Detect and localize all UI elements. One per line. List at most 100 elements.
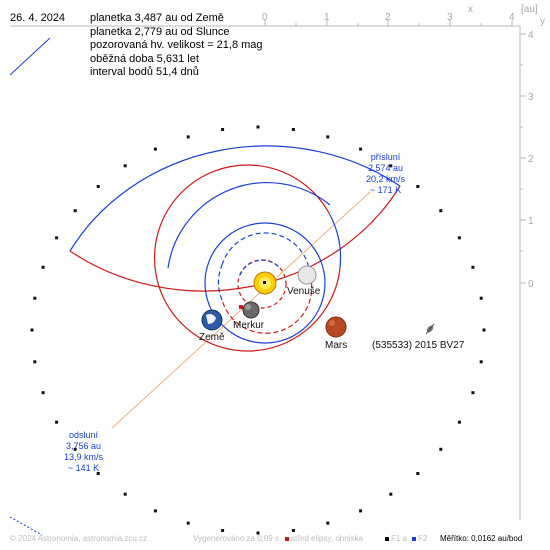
perihelion-annotation: přísluní 2,574 au 20,2 km/s ~ 171 K bbox=[366, 152, 405, 196]
asteroid-orbit-below-part1 bbox=[69, 185, 401, 292]
y-tick-4: 4 bbox=[528, 30, 534, 41]
orbit-point bbox=[359, 509, 363, 513]
orbit-point bbox=[55, 236, 59, 240]
mars-orbit-arc bbox=[167, 182, 331, 269]
info-distance-sun: planetka 2,779 au od Slunce bbox=[90, 25, 230, 38]
x-axis-ticks bbox=[264, 20, 513, 26]
y-tick-0: 0 bbox=[528, 279, 534, 290]
x-tick-4: 4 bbox=[509, 12, 515, 23]
ellipse-center-marker bbox=[239, 305, 243, 309]
orbit-point bbox=[123, 492, 127, 496]
orbit-point bbox=[291, 529, 295, 532]
orbit-point bbox=[389, 164, 393, 168]
apsis-line bbox=[111, 191, 371, 429]
aphelion-distance: 3,756 au bbox=[65, 441, 102, 451]
perihelion-distance: 2,574 au bbox=[367, 163, 404, 173]
orbit-points bbox=[30, 125, 486, 535]
orbit-point bbox=[256, 125, 260, 129]
info-point-interval: interval bodů 51,4 dnů bbox=[90, 66, 199, 79]
info-magnitude: pozorovaná hv. velikost = 21,8 mag bbox=[90, 39, 263, 52]
venus-icon bbox=[297, 265, 317, 285]
orbit-point bbox=[326, 521, 330, 525]
generation-time: Vygenerováno za 0,09 s bbox=[193, 534, 279, 543]
orbit-point bbox=[41, 391, 45, 395]
x-tick-0: 0 bbox=[262, 12, 268, 23]
orbit-point bbox=[153, 147, 157, 151]
earth-orbit bbox=[204, 222, 326, 344]
y-axis-label: y bbox=[540, 16, 545, 27]
orbit-point bbox=[55, 420, 59, 424]
orbit-point bbox=[457, 236, 461, 240]
orbit-point bbox=[186, 135, 190, 139]
mars-label: Mars bbox=[325, 340, 348, 351]
orbit-point bbox=[96, 185, 100, 188]
orbit-point bbox=[359, 147, 363, 151]
orbit-point bbox=[256, 531, 260, 535]
aphelion-speed: 13,9 km/s bbox=[64, 452, 104, 462]
orbit-point bbox=[73, 447, 77, 451]
footer-bar: © 2024 Astronomia, astronomia.zcu.cz Vyg… bbox=[0, 533, 550, 547]
orbit-point bbox=[41, 265, 45, 269]
asteroid-icon bbox=[425, 323, 435, 335]
x-tick-1: 1 bbox=[324, 12, 330, 23]
x-axis-label: x bbox=[468, 4, 473, 15]
orbit-point bbox=[291, 128, 295, 131]
perihelion-speed: 20,2 km/s bbox=[366, 174, 406, 184]
orbit-point bbox=[416, 185, 420, 188]
orbit-point bbox=[439, 209, 443, 213]
orbit-point bbox=[457, 420, 461, 424]
info-distance-earth: planetka 3,487 au od Země bbox=[90, 12, 224, 24]
info-period: oběžná doba 5,631 let bbox=[90, 52, 199, 65]
mars-icon bbox=[325, 316, 347, 338]
legend-focus-2: F2 bbox=[412, 534, 427, 543]
copyright-link[interactable]: © 2024 Astronomia, astronomia.zcu.cz bbox=[10, 534, 148, 543]
mars-orbit-above bbox=[329, 214, 342, 269]
orbit-point bbox=[186, 521, 190, 525]
mercury-label: Merkur bbox=[233, 320, 265, 331]
focus2-marker-icon bbox=[412, 536, 416, 541]
aphelion-temp: ~ 141 K bbox=[67, 463, 100, 473]
perihelion-title: přísluní bbox=[370, 152, 401, 162]
scale-label: Měřítko: 0,0162 au/bod bbox=[440, 534, 523, 543]
orbit-point bbox=[33, 360, 37, 364]
y-tick-2: 2 bbox=[528, 154, 534, 165]
venus-orbit-below bbox=[221, 274, 313, 334]
venus-orbit-above bbox=[221, 232, 311, 276]
mercury-icon bbox=[242, 301, 260, 319]
orbit-point bbox=[221, 529, 225, 532]
aphelion-title: odsluní bbox=[68, 430, 99, 440]
venus-label: Venuše bbox=[287, 286, 321, 297]
orbit-point bbox=[479, 360, 483, 364]
orbit-point bbox=[73, 209, 77, 213]
legend-focus-1: F1 a bbox=[385, 534, 407, 543]
y-tick-1: 1 bbox=[528, 216, 534, 227]
info-panel: planetka 3,487 au od Země planetka 2,779… bbox=[90, 12, 263, 80]
orbit-point bbox=[471, 265, 475, 269]
orbit-point bbox=[439, 447, 443, 451]
perihelion-temp: ~ 171 K bbox=[369, 185, 402, 195]
orbit-point bbox=[482, 328, 486, 332]
focus1-marker-icon bbox=[385, 536, 389, 541]
orbit-point bbox=[471, 391, 475, 395]
orbit-point bbox=[479, 296, 483, 300]
date-label: 26. 4. 2024 bbox=[10, 12, 66, 24]
y-tick-3: 3 bbox=[528, 92, 534, 103]
orbit-point bbox=[33, 296, 37, 300]
unit-label: [au] bbox=[521, 4, 538, 15]
orbit-point bbox=[326, 135, 330, 139]
asteroid-label: (535533) 2015 BV27 bbox=[372, 340, 465, 351]
orbit-point bbox=[221, 128, 225, 131]
focus-marker bbox=[263, 281, 266, 284]
center-marker-icon bbox=[285, 536, 289, 541]
orbit-point bbox=[123, 164, 127, 168]
asteroid-orbit-above bbox=[69, 145, 401, 252]
x-tick-3: 3 bbox=[447, 12, 453, 23]
aphelion-annotation: odsluní 3,756 au 13,9 km/s ~ 141 K bbox=[64, 430, 103, 474]
orbit-point bbox=[96, 472, 100, 475]
orbit-point bbox=[30, 328, 34, 332]
orbit-point bbox=[389, 492, 393, 496]
top-left-orbit-sample bbox=[9, 37, 51, 76]
earth-label: Země bbox=[199, 332, 225, 343]
mars-orbit-below bbox=[153, 164, 341, 352]
